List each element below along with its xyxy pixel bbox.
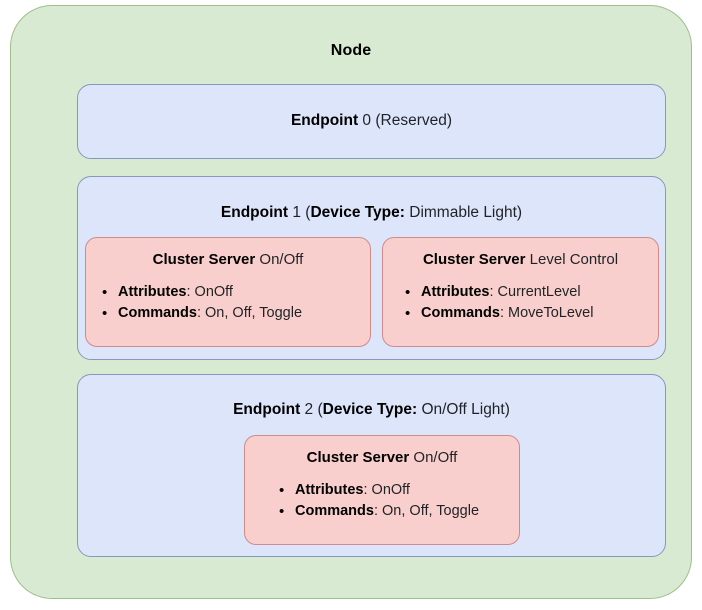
attributes-label: Attributes xyxy=(118,284,187,300)
list-item: • Attributes: OnOff xyxy=(279,480,479,501)
bullet-icon: • xyxy=(102,305,108,322)
cluster-1a-list: • Attributes: OnOff • Commands: On, Off, T… xyxy=(88,282,302,324)
commands-label: Commands xyxy=(295,503,374,519)
endpoint-2-device-type-value: On/Off Light) xyxy=(417,401,510,418)
cluster-1b-title: Cluster Server Level Control xyxy=(383,251,658,268)
endpoint-2-device-type-label: Device Type: xyxy=(322,401,418,418)
cluster-2a-list: • Attributes: OnOff • Commands: On, Off, T… xyxy=(265,480,479,522)
endpoint-0-detail: 0 (Reserved) xyxy=(358,112,453,129)
endpoint-2-box: Endpoint 2 (Device Type: On/Off Light) C… xyxy=(77,374,666,557)
endpoint-0-title: Endpoint 0 (Reserved) xyxy=(78,112,665,130)
commands-value: : On, Off, Toggle xyxy=(373,503,480,519)
list-item: • Attributes: CurrentLevel xyxy=(405,282,593,303)
attributes-value: : OnOff xyxy=(363,482,410,498)
endpoint-0-box: Endpoint 0 (Reserved) xyxy=(77,84,666,159)
endpoint-2-number: 2 ( xyxy=(300,401,323,418)
cluster-server-level-control-ep1: Cluster Server Level Control • Attributes… xyxy=(382,237,659,347)
endpoint-1-device-type-label: Device Type: xyxy=(310,204,405,221)
cluster-2a-title-label: Cluster Server xyxy=(306,449,410,466)
cluster-1a-title: Cluster Server On/Off xyxy=(86,251,370,268)
cluster-server-onoff-ep2: Cluster Server On/Off • Attributes: OnOff… xyxy=(244,435,520,545)
attributes-label: Attributes xyxy=(295,482,364,498)
cluster-2a-title: Cluster Server On/Off xyxy=(245,449,519,466)
attributes-value: : OnOff xyxy=(186,284,233,300)
node-container: Node Endpoint 0 (Reserved) Endpoint 1 (D… xyxy=(10,5,692,599)
endpoint-2-title: Endpoint 2 (Device Type: On/Off Light) xyxy=(78,401,665,419)
endpoint-1-label: Endpoint xyxy=(220,204,289,221)
endpoint-1-number: 1 ( xyxy=(288,204,311,221)
cluster-server-onoff-ep1: Cluster Server On/Off • Attributes: OnOff… xyxy=(85,237,371,347)
cluster-1a-title-name: On/Off xyxy=(255,251,304,268)
commands-value: : MoveToLevel xyxy=(499,305,594,321)
endpoint-1-device-type-value: Dimmable Light) xyxy=(404,204,523,221)
bullet-icon: • xyxy=(405,284,411,301)
commands-label: Commands xyxy=(421,305,500,321)
bullet-icon: • xyxy=(279,503,285,520)
list-item: • Commands: On, Off, Toggle xyxy=(102,303,303,324)
list-item: • Commands: MoveToLevel xyxy=(405,303,594,324)
bullet-icon: • xyxy=(279,482,285,499)
endpoint-0-label: Endpoint xyxy=(290,112,359,129)
cluster-1b-list: • Attributes: CurrentLevel • Commands: Mov… xyxy=(391,282,593,324)
cluster-2a-title-name: On/Off xyxy=(409,449,458,466)
list-item: • Commands: On, Off, Toggle xyxy=(279,501,480,522)
cluster-1b-title-label: Cluster Server xyxy=(422,251,526,268)
endpoint-1-title: Endpoint 1 (Device Type: Dimmable Light) xyxy=(78,204,665,222)
commands-value: : On, Off, Toggle xyxy=(196,305,303,321)
attributes-label: Attributes xyxy=(421,284,490,300)
endpoint-2-label: Endpoint xyxy=(233,401,301,418)
bullet-icon: • xyxy=(102,284,108,301)
cluster-1a-title-label: Cluster Server xyxy=(152,251,256,268)
endpoint-1-box: Endpoint 1 (Device Type: Dimmable Light)… xyxy=(77,176,666,360)
list-item: • Attributes: OnOff xyxy=(102,282,302,303)
node-title: Node xyxy=(330,42,372,59)
commands-label: Commands xyxy=(118,305,197,321)
attributes-value: : CurrentLevel xyxy=(489,284,581,300)
cluster-1b-title-name: Level Control xyxy=(525,251,619,268)
bullet-icon: • xyxy=(405,305,411,322)
